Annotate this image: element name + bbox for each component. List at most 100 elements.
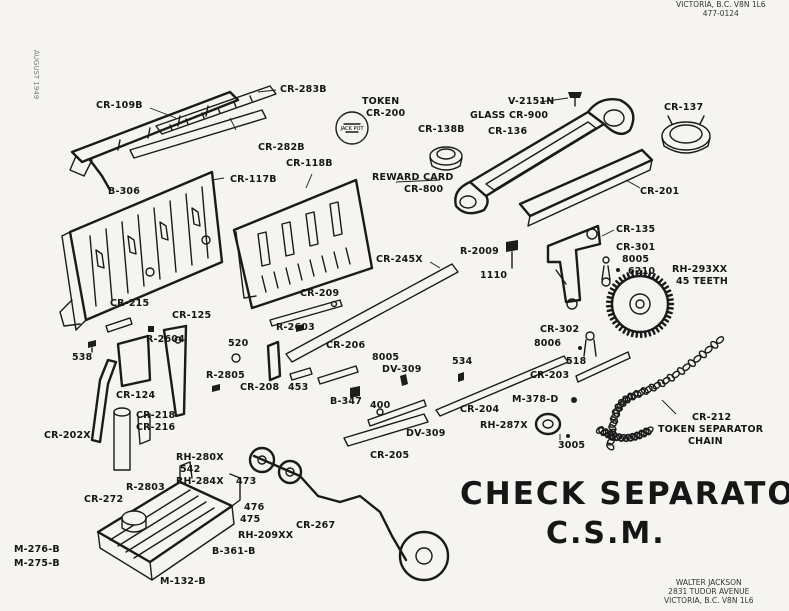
label-1110: 1110 [480,270,508,281]
sprocket-tooth [607,312,615,317]
label-cr282b: CR-282B [258,142,305,153]
label-reward-card: REWARD CARD [372,172,454,183]
label-v2151n: V-2151N [508,96,555,107]
label-r2603: R-2603 [276,322,315,333]
label-cr215: CR-215 [110,298,150,309]
part-cr201-plate [518,148,654,227]
part-cr218-tube [113,407,131,471]
part-cr205-rod [343,413,429,447]
part-rh287x-pulley [534,397,577,438]
label-cr135: CR-135 [616,224,656,235]
label-cr216: CR-216 [136,422,176,433]
part-520-washer [231,353,241,363]
label-cr138b: CR-138B [418,124,465,135]
part-cr136-frame [454,98,635,215]
part-cr117b-frame [59,170,224,331]
label-b306: B-306 [108,186,141,197]
part-cr138b-cup [429,146,463,171]
sprocket-tooth [609,287,617,293]
label-538: 538 [72,352,93,363]
label-dv309-a: DV-309 [382,364,422,375]
part-dv309-assembly [367,374,427,427]
sprocket-tooth [615,322,622,329]
label-rh293xx: RH-293XX [672,264,728,275]
sprocket-tooth [618,276,624,284]
sprocket-tooth [665,310,673,315]
stamp-bottom: WALTER JACKSON 2831 TUDOR AVENUE VICTORI… [664,578,754,605]
sprocket-tooth [612,283,619,289]
label-rh280x: RH-280X [176,452,224,463]
label-cr302: CR-302 [540,324,580,335]
label-cr203: CR-203 [530,370,570,381]
part-rh293xx-sprocket [605,269,675,339]
part-cr208-arm [266,340,282,382]
part-cr204-rod [435,355,569,417]
part-cr267-shaft [248,446,450,582]
sprocket-tooth [660,320,667,327]
label-m132b: M-132-B [160,576,206,587]
label-cr117b: CR-117B [230,174,277,185]
label-rh287x: RH-287X [480,420,528,431]
chain-link [671,370,681,379]
sprocket-tooth [635,270,639,278]
label-518: 518 [566,356,587,367]
sprocket-tooth [664,289,672,294]
sprocket-tooth [647,271,652,279]
label-45-teeth: 45 TEETH [676,276,729,287]
sprocket-tooth [662,317,670,323]
stamp-top-line1: VICTORIA, B.C. V8N 1L6 [676,0,766,9]
part-cr283b-strip [155,85,277,135]
chain-link [606,442,615,451]
stamp-top: VICTORIA, B.C. V8N 1L6 477-0124 [676,0,766,18]
chain-link [710,340,719,349]
label-cr202x: CR-202X [44,430,91,441]
label-520: 520 [228,338,249,349]
sprocket-tooth [607,291,615,296]
part-cr118b-plate [232,178,374,310]
label-r2803: R-2803 [126,482,165,493]
part-cr245x-rod [285,263,459,363]
label-chain: CHAIN [688,436,723,447]
chain-link [687,359,696,368]
sprocket-tooth [643,270,647,278]
chain-link [614,403,623,412]
label-token-separator: TOKEN SEPARATOR [658,424,764,435]
part-cr302-stud [578,331,597,357]
label-cr206: CR-206 [326,340,366,351]
label-cr124: CR-124 [116,390,156,401]
sprocket-tooth [615,279,622,286]
sprocket-tooth [665,293,673,298]
label-r2009: R-2009 [460,246,499,257]
sprocket-tooth [654,326,660,333]
part-cr203-bar [575,351,631,383]
part-538-screw [88,340,96,353]
label-6210: 6210 [628,266,656,277]
label-cr272: CR-272 [84,494,124,505]
token-face-text: JACK POT [339,126,364,132]
chain-link [648,383,657,392]
label-534: 534 [452,356,473,367]
sprocket-tooth [662,285,670,291]
part-r2009-screw [506,240,518,269]
label-cr267: CR-267 [296,520,336,531]
sprocket-tooth [635,330,639,338]
label-cr212: CR-212 [692,412,732,423]
sprocket-tooth [664,314,672,319]
stamp-bottom-line1: WALTER JACKSON [675,578,742,587]
part-cr202x-rod [90,358,118,444]
part-cr301-pin [601,256,620,287]
part-v2151n-screw [568,92,582,107]
chain-link [644,385,653,394]
label-rh284x: RH-284X [176,476,224,487]
sprocket-tooth [647,329,652,337]
part-cr109b-bracket [69,90,240,192]
leader-lines [149,89,677,440]
sprocket-tooth [609,315,617,321]
margin-date-note: AUGUST 1949 [32,50,40,100]
label-cr200: CR-200 [366,108,406,119]
chain-link [640,387,649,395]
label-453: 453 [288,382,309,393]
label-cr109b: CR-109B [96,100,143,111]
label-cr136: CR-136 [488,126,528,137]
